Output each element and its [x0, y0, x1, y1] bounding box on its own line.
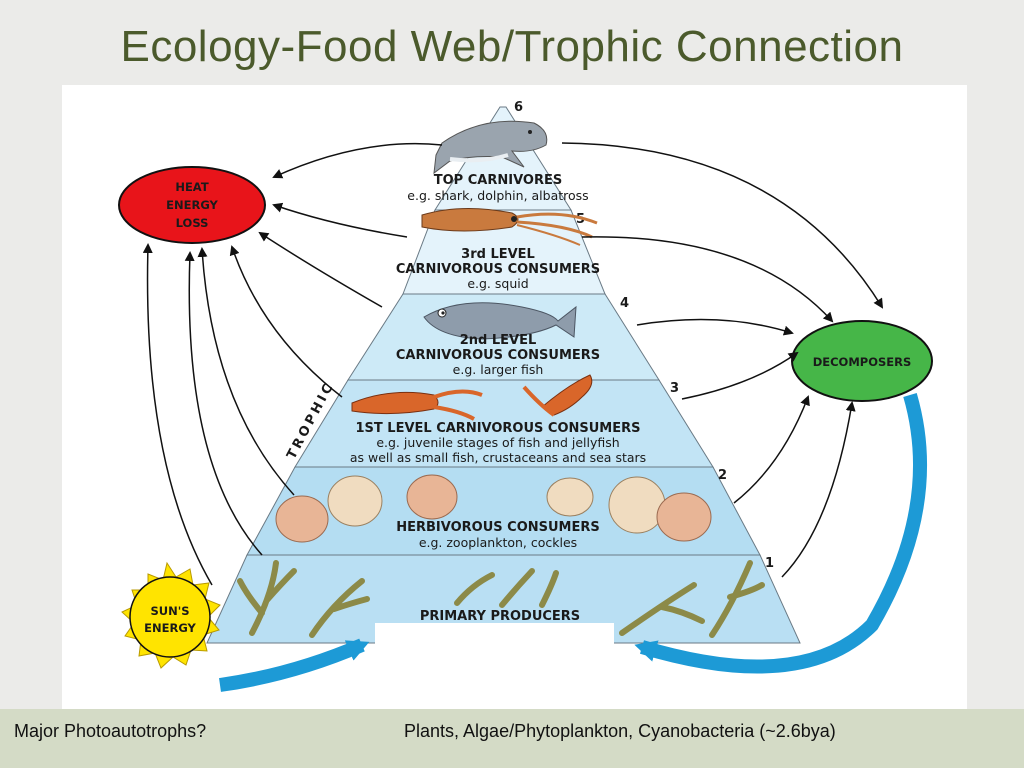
level-1-number: 1 — [765, 556, 774, 571]
heat-label: HEAT — [175, 180, 208, 194]
caption-question: Major Photoautotrophs? — [14, 721, 207, 741]
level-6-number: 6 — [514, 100, 523, 115]
sun-icon: SUN'S ENERGY — [121, 561, 221, 669]
level-2-number: 2 — [718, 468, 727, 483]
loss-label: LOSS — [176, 216, 209, 230]
level-4-title-line1: 2nd LEVEL — [460, 333, 537, 348]
level-3-example-line2: as well as small fish, crustaceans and s… — [350, 450, 646, 465]
level-2-title: HERBIVOROUS CONSUMERS — [396, 520, 600, 535]
level-5-example: e.g. squid — [467, 276, 528, 291]
level-2-example: e.g. zooplankton, cockles — [419, 535, 577, 550]
energy-label: ENERGY — [166, 198, 218, 212]
dolphin-icon — [433, 120, 548, 175]
decomposers-label: DECOMPOSERS — [813, 355, 912, 369]
squid-icon — [421, 208, 598, 246]
level-6-example: e.g. shark, dolphin, albatross — [407, 188, 588, 203]
cockle-shell-icon — [275, 474, 712, 543]
level-3-number: 3 — [670, 381, 679, 396]
crayfish-icon — [351, 374, 593, 421]
level-5-title-line2: CARNIVOROUS CONSUMERS — [396, 262, 600, 277]
decomposer-arrows — [561, 142, 884, 578]
level-4-number: 4 — [620, 296, 629, 311]
caption-bar: Major Photoautotrophs? Plants, Algae/Phy… — [0, 709, 1024, 768]
heat-energy-loss-oval: HEAT ENERGY LOSS — [118, 166, 266, 244]
caption-answer: Plants, Algae/Phytoplankton, Cyanobacter… — [404, 721, 836, 741]
blank-box — [375, 623, 614, 653]
sun-to-producers-arrow — [219, 638, 370, 692]
level-5-title-line1: 3rd LEVEL — [461, 247, 535, 262]
seaweed-icon — [237, 560, 765, 638]
sun-label-line2: ENERGY — [144, 621, 196, 635]
food-web-diagram: 6 5 4 3 2 1 TOP CARNIVORES e.g. shark, d… — [62, 85, 967, 710]
sun-label-line1: SUN'S — [150, 604, 189, 618]
level-4-title-line2: CARNIVOROUS CONSUMERS — [396, 348, 600, 363]
level-3-example-line1: e.g. juvenile stages of fish and jellyfi… — [376, 435, 619, 450]
level-5-number: 5 — [576, 212, 585, 227]
heat-loss-arrows — [142, 142, 443, 586]
slide-title: Ecology-Food Web/Trophic Connection — [120, 22, 904, 71]
decomposers-to-producers-arrow — [634, 393, 928, 674]
level-3-title: 1ST LEVEL CARNIVOROUS CONSUMERS — [355, 421, 640, 436]
level-1-title: PRIMARY PRODUCERS — [420, 609, 580, 624]
decomposers-oval: DECOMPOSERS — [791, 320, 933, 402]
fish-icon — [423, 302, 577, 340]
level-4-example: e.g. larger fish — [453, 362, 544, 377]
level-6-title: TOP CARNIVORES — [434, 173, 562, 188]
